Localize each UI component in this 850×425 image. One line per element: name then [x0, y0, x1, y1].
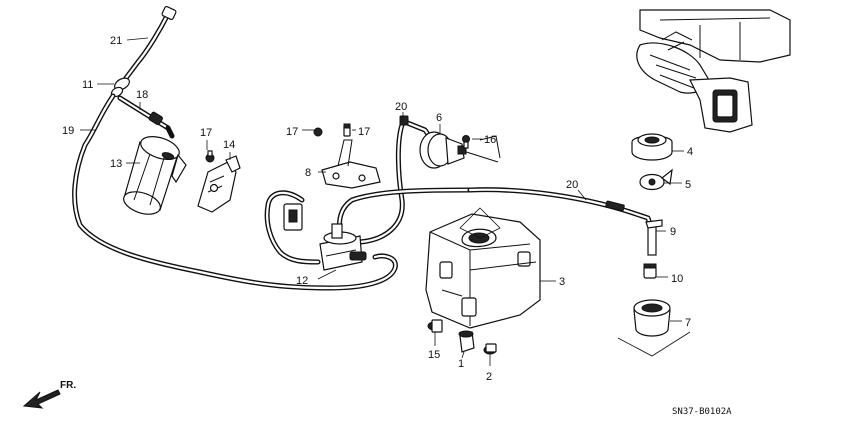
grommet-4	[631, 133, 673, 161]
bolt-2	[483, 343, 497, 355]
callout-21: 21	[110, 35, 122, 47]
callout-3: 3	[559, 276, 565, 288]
solenoid-valve-12	[319, 223, 367, 271]
callout-9: 9	[670, 226, 676, 238]
bolt-17-left	[205, 150, 215, 163]
reservoir-3	[425, 207, 541, 329]
air-intake-duct	[636, 9, 791, 133]
callout-5: 5	[685, 179, 691, 191]
callout-18: 18	[136, 89, 148, 101]
callout-17-c: 17	[358, 126, 370, 138]
front-direction-arrow: FR.	[22, 380, 76, 409]
callout-20-a: 20	[395, 101, 407, 113]
callout-leaders	[80, 37, 684, 366]
bolt-16	[462, 135, 470, 149]
bolt-15	[427, 319, 443, 333]
diagram-code: SN37-B0102A	[672, 407, 732, 417]
hose-to-12	[264, 187, 473, 265]
hose-20-long	[467, 187, 655, 253]
canister-13	[123, 136, 187, 215]
actuator-6	[419, 131, 501, 169]
callout-2: 2	[486, 371, 492, 383]
callout-11: 11	[82, 79, 93, 91]
callout-13: 13	[110, 158, 122, 170]
callout-19: 19	[62, 125, 74, 137]
callout-numbers: 1 2 3 4 5 6 7 8 9 10 11 12 13 14 15 16 1…	[62, 35, 693, 383]
callout-10: 10	[671, 273, 683, 285]
callout-20-b: 20	[566, 179, 578, 191]
callout-16: 16	[484, 134, 496, 146]
bracket-14	[197, 155, 241, 213]
solenoid-bracket-8	[321, 139, 381, 189]
grommet-1	[458, 330, 475, 353]
hose-21	[123, 5, 177, 81]
callout-17-b: 17	[286, 126, 298, 138]
callout-6: 6	[436, 112, 442, 124]
bolts-17-center	[313, 123, 351, 137]
callout-8: 8	[305, 167, 311, 179]
connector-left	[283, 203, 303, 231]
direction-label: FR.	[60, 380, 76, 391]
cap-10	[643, 263, 657, 279]
callout-17-a: 17	[200, 127, 212, 139]
hose-20-upper	[357, 115, 435, 245]
callout-15: 15	[428, 349, 440, 361]
filter-7	[617, 299, 691, 357]
hose-18	[117, 95, 175, 139]
nozzle-9	[645, 219, 663, 256]
callout-4: 4	[687, 146, 693, 158]
callout-12: 12	[296, 275, 308, 287]
callout-14: 14	[223, 139, 235, 151]
callout-1: 1	[458, 358, 464, 370]
clip-5	[639, 168, 673, 191]
hose-19	[72, 93, 398, 291]
callout-7: 7	[685, 317, 691, 329]
